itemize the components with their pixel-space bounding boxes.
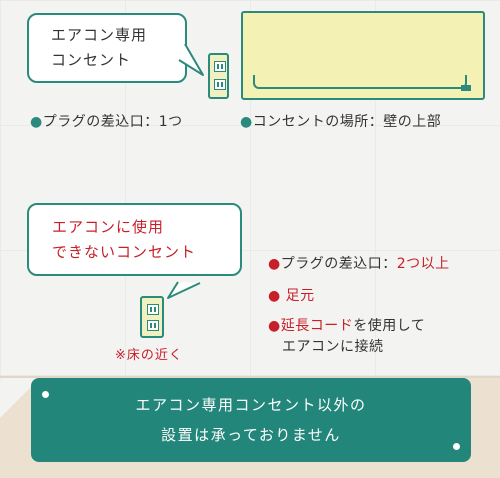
bottom-item-connect: エアコンに接続 bbox=[282, 339, 384, 355]
bottom-item-floor: ● 足元 bbox=[268, 288, 315, 304]
pin-icon bbox=[42, 391, 49, 398]
bubble-line-1: エアコンに使用 bbox=[52, 217, 165, 236]
bubble-line-2: できないコンセント bbox=[52, 242, 197, 261]
ac-indicator bbox=[461, 85, 471, 91]
bubble-line-1: エアコン専用 bbox=[51, 26, 148, 44]
banner-line-2: 設置は承っておりません bbox=[161, 426, 341, 444]
bubble-line-2: コンセント bbox=[51, 51, 132, 69]
floor-edge bbox=[0, 376, 500, 378]
banner-line-1: エアコン専用コンセント以外の bbox=[135, 396, 367, 414]
bottom-item-extension: ●延長コードを使用して bbox=[268, 318, 426, 334]
ac-vent bbox=[253, 75, 467, 89]
dedicated-outlet-bubble: エアコン専用 コンセント bbox=[27, 13, 187, 83]
bottom-item-plug: ●プラグの差込口：2つ以上 bbox=[268, 256, 450, 272]
dedicated-outlet-icon bbox=[208, 53, 229, 99]
pin-icon bbox=[453, 443, 460, 450]
outlet-note: ※床の近く bbox=[115, 348, 183, 363]
floor-outlet-icon bbox=[140, 296, 164, 338]
unusable-outlet-bubble: エアコンに使用 できないコンセント bbox=[27, 203, 242, 276]
top-plug-info: ●プラグの差込口：1つ bbox=[30, 114, 183, 130]
notice-banner: エアコン専用コンセント以外の 設置は承っておりません bbox=[31, 378, 471, 462]
air-conditioner-icon bbox=[241, 11, 485, 100]
top-location-info: ●コンセントの場所：壁の上部 bbox=[240, 114, 442, 130]
